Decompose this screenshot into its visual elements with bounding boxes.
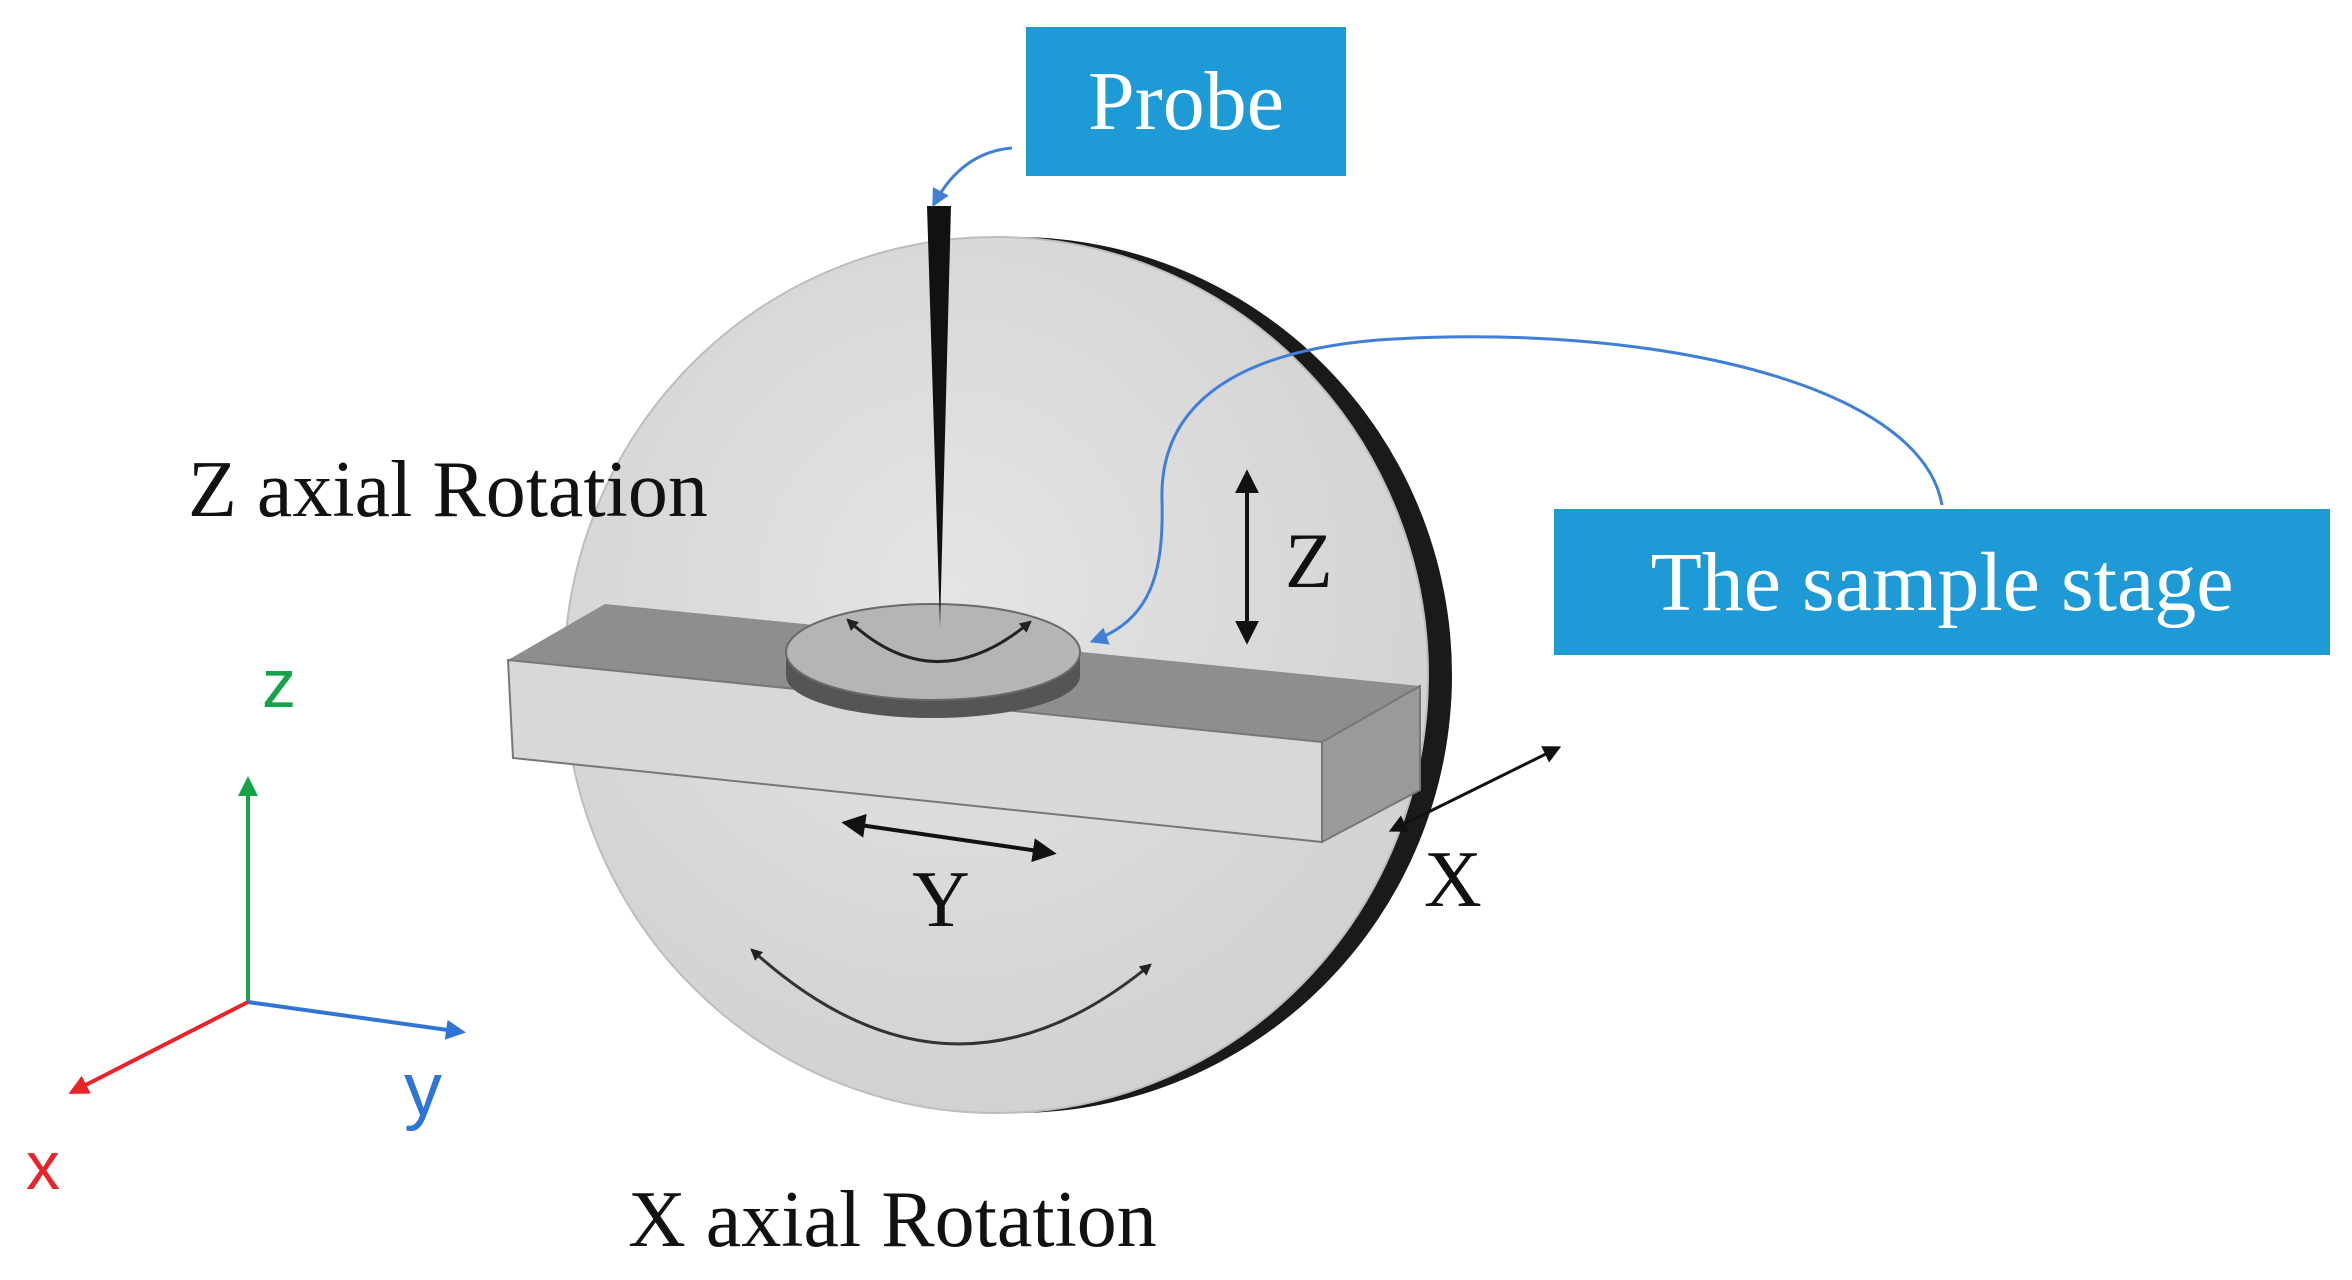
z-axial-rotation-label: Z axial Rotation (188, 446, 708, 534)
probe-callout-arrow (932, 146, 1013, 208)
x-motion-label: X (1424, 836, 1482, 924)
sample-stage-label-box: The sample stage (1554, 509, 2330, 655)
axis-y-line (247, 1000, 466, 1040)
sample-stage-label: The sample stage (1650, 535, 2234, 629)
axis-y-label: y (404, 1047, 442, 1132)
x-axial-rotation-label: X axial Rotation (628, 1176, 1157, 1264)
y-motion-arrow (841, 813, 1057, 863)
stage-callout-line (1089, 335, 1944, 645)
axis-x-label: x (26, 1128, 60, 1204)
probe-needle (927, 206, 951, 627)
x-rotation-arrow (750, 948, 1152, 1046)
turntable-top (785, 603, 1081, 701)
turntable-rotation-arrow (846, 618, 1032, 663)
x-motion-arrow (1388, 746, 1562, 832)
probe-label-box: Probe (1026, 27, 1346, 176)
z-motion-label: Z (1285, 517, 1333, 604)
probe-label: Probe (1088, 55, 1284, 148)
axis-z-label: z (262, 646, 296, 722)
y-motion-label: Y (912, 856, 970, 944)
axis-x-line (68, 1000, 249, 1094)
